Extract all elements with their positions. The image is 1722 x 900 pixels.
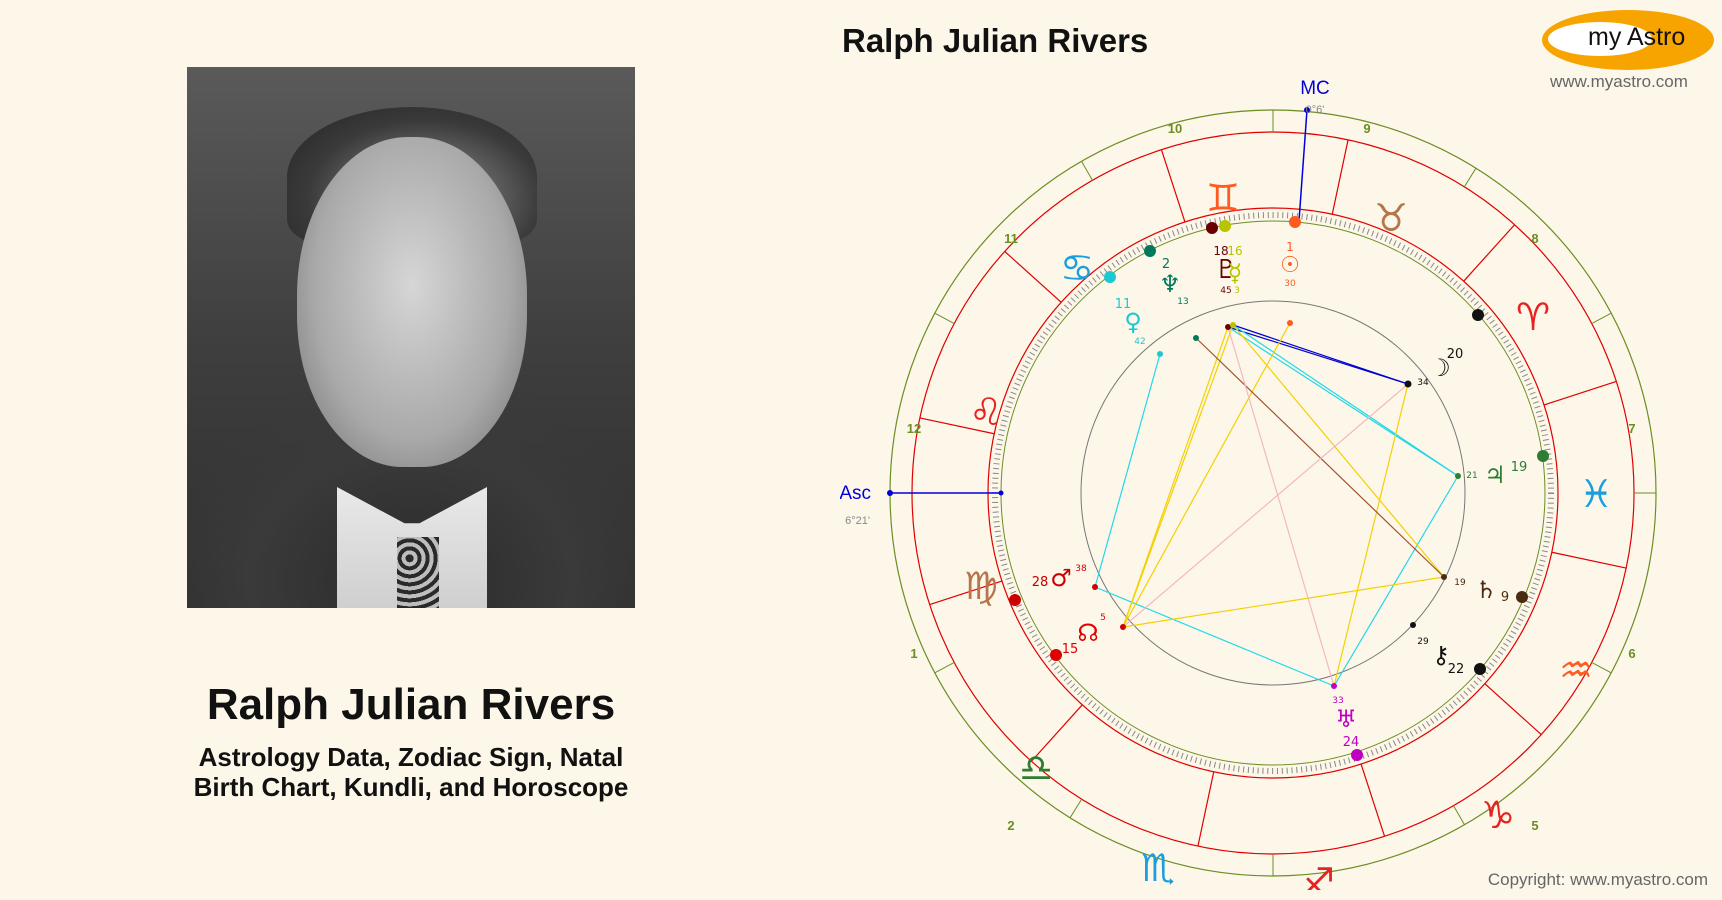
mc-degree: 0°6' bbox=[1306, 104, 1325, 116]
svg-text:5: 5 bbox=[1100, 613, 1106, 623]
svg-text:8: 8 bbox=[1531, 231, 1538, 246]
chart-title: Ralph Julian Rivers bbox=[842, 22, 1149, 59]
svg-text:♎: ♎ bbox=[1019, 746, 1053, 790]
svg-text:☽: ☽ bbox=[1429, 354, 1451, 382]
portrait-tie bbox=[397, 537, 439, 608]
svg-text:13: 13 bbox=[1177, 297, 1188, 307]
natal-chart-wheel: 10 9 8 7 6 5 4 3 2 1 12 11 ♊ ♉ ♈ ♓ ♒ ♑ ♐… bbox=[840, 78, 1657, 890]
sign-dividers bbox=[919, 139, 1627, 847]
svg-text:♐: ♐ bbox=[1301, 860, 1335, 890]
sign-glyphs: ♊ ♉ ♈ ♓ ♒ ♑ ♐ ♏ ♎ ♍ ♌ ♋ bbox=[964, 176, 1613, 890]
logo-inner-ellipse bbox=[1548, 22, 1652, 56]
svg-text:2: 2 bbox=[1162, 257, 1170, 272]
mc-line bbox=[1298, 109, 1308, 222]
svg-text:☿: ☿ bbox=[1228, 259, 1243, 287]
portrait-face bbox=[297, 137, 527, 467]
svg-text:2: 2 bbox=[1007, 818, 1014, 833]
svg-text:♌: ♌ bbox=[969, 390, 1003, 434]
svg-text:5: 5 bbox=[1531, 818, 1538, 833]
copyright-text: Copyright: www.myastro.com bbox=[1487, 870, 1708, 889]
svg-text:♅: ♅ bbox=[1335, 705, 1357, 733]
svg-text:♋: ♋ bbox=[1060, 246, 1094, 290]
svg-text:☉: ☉ bbox=[1280, 253, 1300, 278]
svg-text:7: 7 bbox=[1628, 421, 1635, 436]
svg-text:10: 10 bbox=[1168, 121, 1182, 136]
svg-text:11: 11 bbox=[1004, 231, 1018, 246]
house-numbers: 10 9 8 7 6 5 4 3 2 1 12 11 bbox=[907, 121, 1636, 833]
asc-degree: 6°21' bbox=[845, 515, 870, 527]
svg-text:9: 9 bbox=[1363, 121, 1370, 136]
degree-ticks bbox=[992, 212, 1554, 774]
svg-text:29: 29 bbox=[1417, 637, 1429, 647]
svg-text:♍: ♍ bbox=[964, 564, 998, 608]
svg-text:9: 9 bbox=[1501, 590, 1509, 605]
svg-text:11: 11 bbox=[1115, 297, 1132, 312]
inner-planet-markers bbox=[1092, 320, 1461, 689]
mc-label: MC bbox=[1300, 78, 1330, 99]
page-subtitle: Astrology Data, Zodiac Sign, Natal Birth… bbox=[0, 742, 822, 802]
svg-text:33: 33 bbox=[1332, 696, 1343, 706]
myastro-logo[interactable]: my Astro bbox=[1542, 10, 1714, 70]
svg-text:♉: ♉ bbox=[1374, 196, 1408, 240]
svg-text:34: 34 bbox=[1417, 378, 1429, 388]
svg-text:♄: ♄ bbox=[1475, 576, 1497, 604]
planet-glyphs: ♇ 18 45 ☿ 16 3 ☉ 1 30 ♆ 2 13 ♀ 11 42 ☽ 2… bbox=[1032, 240, 1528, 750]
outer-planet-dots bbox=[1009, 216, 1549, 761]
house-dividers bbox=[890, 110, 1656, 876]
zodiac-inner-ring bbox=[987, 207, 1559, 779]
svg-text:12: 12 bbox=[907, 421, 921, 436]
svg-text:⚷: ⚷ bbox=[1432, 641, 1450, 669]
outer-house-ring bbox=[889, 109, 1657, 877]
svg-text:♂: ♂ bbox=[1050, 564, 1072, 592]
svg-text:45: 45 bbox=[1220, 286, 1231, 296]
svg-text:3: 3 bbox=[1234, 286, 1240, 296]
svg-text:16: 16 bbox=[1227, 244, 1242, 258]
svg-text:22: 22 bbox=[1448, 662, 1465, 677]
svg-text:♀: ♀ bbox=[1124, 308, 1142, 336]
asc-label: Asc bbox=[840, 483, 871, 504]
svg-text:♒: ♒ bbox=[1559, 648, 1593, 692]
logo-text: my Astro bbox=[1588, 23, 1686, 51]
svg-text:42: 42 bbox=[1134, 337, 1145, 347]
degree-ring bbox=[1000, 220, 1546, 766]
svg-text:30: 30 bbox=[1284, 279, 1296, 289]
svg-text:15: 15 bbox=[1062, 642, 1079, 657]
svg-text:18: 18 bbox=[1213, 244, 1228, 258]
svg-text:19: 19 bbox=[1511, 460, 1528, 475]
svg-text:♃: ♃ bbox=[1484, 461, 1506, 489]
svg-text:21: 21 bbox=[1466, 471, 1477, 481]
svg-text:24: 24 bbox=[1343, 735, 1360, 750]
svg-text:♏: ♏ bbox=[1141, 846, 1175, 890]
svg-text:♑: ♑ bbox=[1481, 793, 1515, 837]
logo-url[interactable]: www.myastro.com bbox=[1550, 72, 1688, 91]
subtitle-line-2: Birth Chart, Kundli, and Horoscope bbox=[193, 772, 629, 802]
aspect-lines bbox=[1094, 322, 1459, 687]
svg-text:28: 28 bbox=[1032, 575, 1049, 590]
svg-text:☊: ☊ bbox=[1077, 619, 1098, 647]
svg-text:♊: ♊ bbox=[1206, 176, 1240, 220]
svg-text:♓: ♓ bbox=[1579, 472, 1613, 516]
portrait-photo bbox=[187, 67, 635, 608]
svg-text:♇: ♇ bbox=[1214, 255, 1237, 285]
svg-text:38: 38 bbox=[1075, 564, 1087, 574]
svg-text:19: 19 bbox=[1454, 578, 1466, 588]
svg-text:6: 6 bbox=[1628, 646, 1635, 661]
person-name-heading: Ralph Julian Rivers bbox=[206, 680, 616, 729]
svg-text:♈: ♈ bbox=[1516, 295, 1550, 339]
svg-text:1: 1 bbox=[1286, 240, 1294, 254]
subtitle-line-1: Astrology Data, Zodiac Sign, Natal bbox=[198, 742, 624, 772]
aspect-circle bbox=[1080, 300, 1466, 686]
svg-text:20: 20 bbox=[1447, 347, 1464, 362]
svg-text:♆: ♆ bbox=[1159, 270, 1181, 298]
svg-text:1: 1 bbox=[910, 646, 917, 661]
